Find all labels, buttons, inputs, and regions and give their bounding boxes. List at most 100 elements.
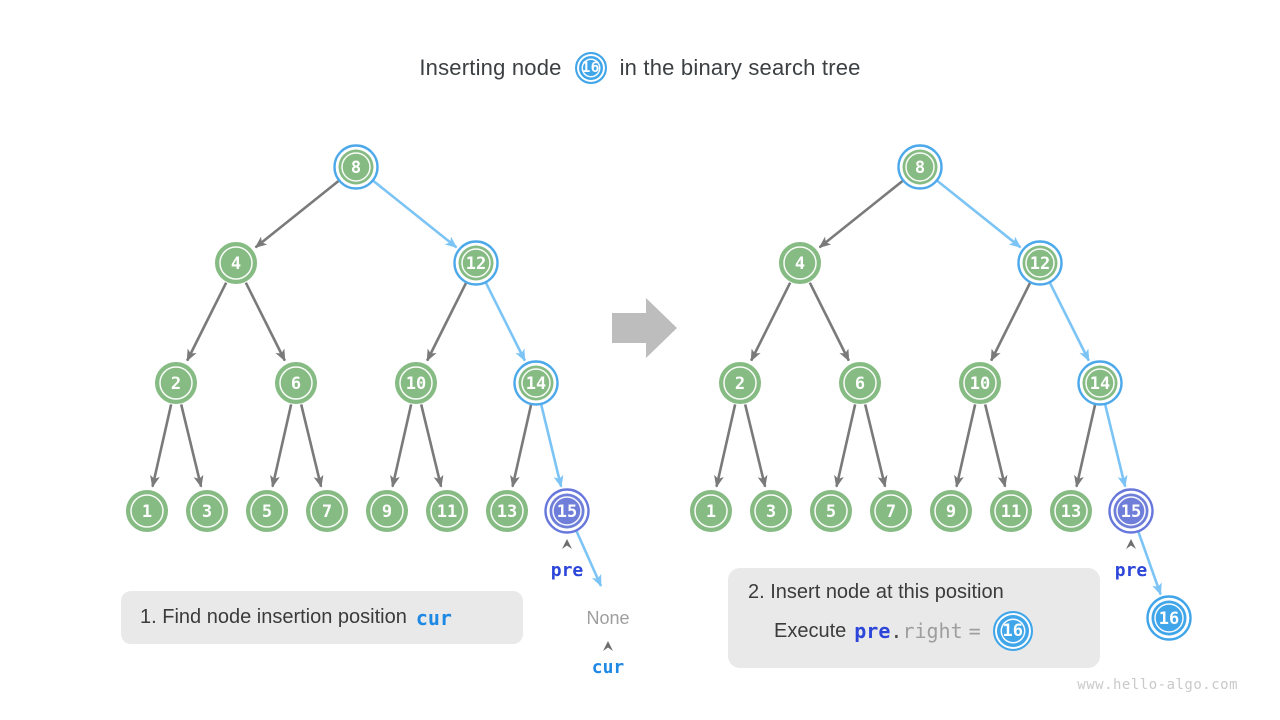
tree-node-12: 12	[1017, 240, 1063, 286]
tree-node-value: 3	[766, 502, 776, 522]
tree-node-value: 12	[466, 254, 486, 274]
tree-edge-6-7	[299, 404, 324, 488]
tree-edge-8-4	[818, 179, 904, 249]
tree-node-15: 15	[1108, 488, 1154, 534]
tree-edge-14-15	[1103, 404, 1128, 488]
tree-node-8: 8	[897, 144, 943, 190]
tree-node-value: 11	[1001, 502, 1021, 522]
pointer-arrow-to-none	[574, 529, 603, 587]
tree-node-9: 9	[930, 490, 972, 532]
tree-node-value: 10	[406, 374, 426, 394]
tree-edge-4-2	[186, 282, 228, 362]
tree-node-value: 9	[946, 502, 956, 522]
tree-node-7: 7	[306, 490, 348, 532]
tree-node-2: 2	[719, 362, 761, 404]
tree-node-2: 2	[155, 362, 197, 404]
tree-node-10: 10	[395, 362, 437, 404]
tree-node-value: 4	[795, 254, 805, 274]
tree-node-value: 11	[437, 502, 457, 522]
caption-step2-line2: Execute pre . right = 16	[774, 611, 1100, 651]
tree-node-value: 14	[1090, 374, 1110, 394]
transition-arrow-icon	[612, 298, 677, 358]
tree-edge-12-14	[484, 282, 526, 362]
tree-node-4: 4	[779, 242, 821, 284]
tree-edge-8-12	[936, 179, 1022, 249]
tree-edge-8-12	[372, 179, 458, 249]
tree-edge-2-3	[743, 404, 768, 488]
none-pointer-label: None	[586, 608, 629, 628]
tree-node-5: 5	[810, 490, 852, 532]
caption-step2-attr-right: right	[902, 619, 963, 643]
tree-node-10: 10	[959, 362, 1001, 404]
pre-pointer-label: pre	[1115, 560, 1148, 581]
tree-edge-12-14	[1048, 282, 1090, 362]
title-text-after: in the binary search tree	[619, 55, 861, 80]
tree-node-14: 14	[1077, 360, 1123, 406]
tree-node-16: 16	[1146, 595, 1192, 641]
caption-step1-text: 1. Find node insertion position	[140, 606, 407, 628]
caption-step2-equals: =	[968, 619, 981, 643]
tree-edge-2-3	[179, 404, 204, 488]
tree-node-11: 11	[426, 490, 468, 532]
pre-pointer-label: pre	[551, 560, 584, 581]
caret-up-icon	[1126, 539, 1136, 549]
tree-edge-14-13	[1074, 404, 1097, 488]
tree-node-4: 4	[215, 242, 257, 284]
caption-step2: 2. Insert node at this position Execute …	[728, 568, 1100, 668]
tree-edge-4-2	[750, 282, 792, 362]
tree-node-value: 15	[557, 502, 577, 522]
tree-node-13: 13	[1050, 490, 1092, 532]
tree-edge-10-9	[390, 404, 413, 488]
caret-up-icon	[603, 641, 613, 651]
tree-node-value: 14	[526, 374, 546, 394]
tree-edge-12-10	[426, 282, 468, 362]
tree-node-8: 8	[333, 144, 379, 190]
tree-node-11: 11	[990, 490, 1032, 532]
tree-node-14: 14	[513, 360, 559, 406]
tree-node-1: 1	[690, 490, 732, 532]
caption-step2-line1: 2. Insert node at this position	[748, 581, 1004, 603]
tree-edge-6-5	[834, 404, 857, 488]
tree-node-6: 6	[275, 362, 317, 404]
tree-node-value: 6	[855, 374, 865, 394]
caption-step2-node-16-value: 16	[1002, 621, 1023, 641]
tree-edge-2-1	[714, 404, 737, 488]
caption-step2-dot: .	[890, 619, 903, 643]
tree-node-value: 4	[231, 254, 241, 274]
tree-node-value: 8	[915, 158, 925, 178]
tree-node-value: 12	[1030, 254, 1050, 274]
tree-node-value: 13	[1061, 502, 1081, 522]
tree-node-6: 6	[839, 362, 881, 404]
title-node-16-badge: 16	[574, 52, 607, 84]
tree-node-7: 7	[870, 490, 912, 532]
figure-title: Inserting node 16 in the binary search t…	[0, 52, 1280, 84]
caption-step2-node-16-badge: 16	[992, 611, 1033, 651]
caret-up-icon	[562, 539, 572, 549]
tree-edge-6-7	[863, 404, 888, 488]
tree-node-value: 2	[171, 374, 181, 394]
tree-node-value: 7	[886, 502, 896, 522]
tree-edge-4-6	[244, 282, 286, 362]
tree-edge-6-5	[270, 404, 293, 488]
tree-edge-4-6	[808, 282, 850, 362]
caption-step2-execute: Execute	[774, 619, 847, 642]
title-text-before: Inserting node	[419, 55, 562, 80]
caption-step1: 1. Find node insertion position cur	[121, 591, 523, 644]
tree-node-3: 3	[186, 490, 228, 532]
tree-edge-14-13	[510, 404, 533, 488]
tree-node-1: 1	[126, 490, 168, 532]
tree-edge-12-10	[990, 282, 1032, 362]
watermark: www.hello-algo.com	[1077, 677, 1238, 693]
tree-edge-8-4	[254, 179, 340, 249]
tree-edge-10-11	[419, 404, 444, 488]
tree-node-value: 10	[970, 374, 990, 394]
tree-node-5: 5	[246, 490, 288, 532]
tree-node-value: 8	[351, 158, 361, 178]
tree-node-value: 16	[1159, 609, 1179, 629]
tree-edge-14-15	[539, 404, 564, 488]
cur-pointer-label: cur	[592, 657, 625, 678]
tree-node-13: 13	[486, 490, 528, 532]
